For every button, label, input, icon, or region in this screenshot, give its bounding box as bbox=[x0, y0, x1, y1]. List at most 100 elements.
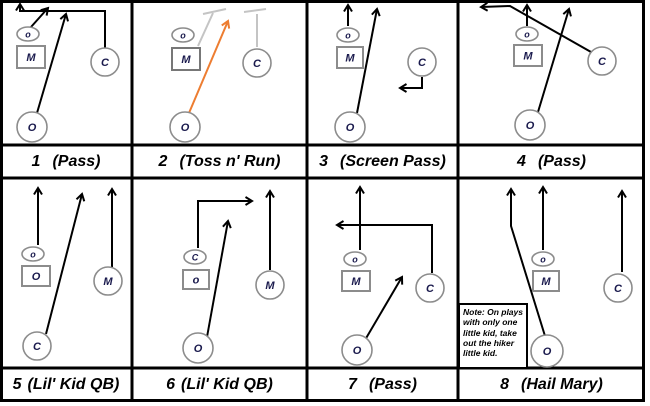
play-4-cell: o M C O bbox=[458, 0, 645, 145]
hiker-oval bbox=[183, 249, 207, 265]
mid-kid-label: M bbox=[181, 54, 191, 66]
play-3-caption: 3 (Screen Pass) bbox=[307, 145, 458, 178]
play-4-caption: 4 (Pass) bbox=[458, 145, 645, 178]
hiker-oval bbox=[21, 246, 45, 262]
mid-kid-label: M bbox=[26, 52, 36, 64]
hiker-oval bbox=[16, 26, 40, 42]
play-5-caption: 5 (Lil' Kid QB) bbox=[0, 368, 132, 401]
play-number: 5 bbox=[12, 375, 22, 393]
right-player-label: C bbox=[614, 283, 623, 295]
play-8-cell: o M C O bbox=[458, 178, 645, 368]
hiker-label: C bbox=[192, 253, 199, 263]
right-player-circle bbox=[415, 273, 445, 303]
hiker-oval bbox=[531, 251, 555, 267]
right-player-label: C bbox=[426, 283, 435, 295]
hiker-label: o bbox=[180, 31, 186, 41]
mid-kid-label: M bbox=[541, 276, 551, 288]
mid-kid-label: O bbox=[32, 271, 41, 283]
bottom-player-label: O bbox=[28, 122, 37, 134]
mid-kid-square bbox=[513, 44, 543, 67]
bottom-player-label: O bbox=[194, 343, 203, 355]
mid-kid-square bbox=[336, 46, 364, 69]
mid-kid-label: o bbox=[193, 275, 200, 287]
right-player-circle bbox=[587, 46, 617, 76]
bottom-player-circle bbox=[334, 111, 366, 143]
bottom-player-label: O bbox=[526, 120, 535, 132]
bottom-player-circle bbox=[169, 111, 201, 143]
mid-kid-square bbox=[341, 270, 371, 292]
right-player-circle bbox=[242, 48, 272, 78]
hiker-route-arrow bbox=[197, 196, 254, 248]
qb-route-arrow bbox=[364, 275, 404, 341]
mid-kid-square bbox=[532, 270, 560, 292]
qb-route-arrow bbox=[206, 219, 232, 338]
play-3-cell: o M C O bbox=[307, 0, 458, 145]
play-2-cell: o M C O bbox=[132, 0, 307, 145]
play-name: (Hail Mary) bbox=[521, 375, 603, 393]
right-player-circle bbox=[255, 270, 285, 300]
play-1-cell: o M C O bbox=[0, 0, 132, 145]
bottom-player-label: O bbox=[543, 346, 552, 358]
bottom-player-label: O bbox=[181, 122, 190, 134]
toss-run-route-arrow bbox=[188, 19, 231, 114]
cross-route-arrow bbox=[479, 1, 592, 53]
right-player-label: C bbox=[598, 56, 607, 68]
play-number: 3 bbox=[319, 152, 329, 170]
play-6-cell: C o M O bbox=[132, 178, 307, 368]
right-player-label: M bbox=[265, 280, 275, 292]
bottom-player-circle bbox=[16, 111, 48, 143]
note-box: Note: On plays with only one little kid,… bbox=[458, 303, 528, 369]
hiker-route-arrow bbox=[30, 6, 50, 28]
hiker-oval bbox=[343, 251, 367, 267]
play-number: 1 bbox=[31, 152, 41, 170]
hiker-label: o bbox=[345, 31, 351, 41]
play-name: (Pass) bbox=[537, 152, 586, 170]
hiker-label: o bbox=[25, 30, 31, 40]
play-number: 4 bbox=[517, 152, 526, 170]
corner-route-arrow bbox=[15, 2, 106, 48]
play-number: 2 bbox=[158, 152, 168, 170]
qb-route-arrow bbox=[36, 12, 69, 114]
bottom-player-circle bbox=[22, 331, 52, 361]
hiker-oval bbox=[171, 27, 195, 43]
play-2-caption: 2 (Toss n' Run) bbox=[132, 145, 307, 178]
hiker-label: o bbox=[352, 255, 358, 265]
bottom-player-label: O bbox=[346, 122, 355, 134]
qb-route-arrow bbox=[356, 7, 381, 114]
mid-kid-label: M bbox=[523, 51, 533, 63]
block-bar-left bbox=[202, 8, 227, 15]
mid-kid-square bbox=[16, 45, 46, 69]
play-name: (Toss n' Run) bbox=[179, 152, 281, 170]
bottom-player-circle bbox=[341, 334, 373, 366]
play-name: (Lil' Kid QB) bbox=[181, 375, 273, 393]
play-7-caption: 7 (Pass) bbox=[307, 368, 458, 401]
bottom-player-label: C bbox=[33, 341, 42, 353]
play-number: 7 bbox=[348, 375, 357, 393]
hiker-label: o bbox=[540, 255, 546, 265]
bottom-player-label: O bbox=[353, 345, 362, 357]
right-player-label: C bbox=[253, 58, 262, 70]
hiker-oval bbox=[515, 26, 539, 42]
play-name: (Pass) bbox=[52, 152, 101, 170]
mid-kid-square bbox=[182, 269, 210, 290]
bottom-player-circle bbox=[530, 334, 564, 368]
right-player-circle bbox=[93, 266, 123, 296]
play-6-caption: 6 (Lil' Kid QB) bbox=[132, 368, 307, 401]
hiker-oval bbox=[336, 27, 360, 43]
right-player-circle bbox=[407, 47, 437, 77]
bottom-player-circle bbox=[182, 332, 214, 364]
bottom-player-circle bbox=[514, 109, 546, 141]
qb-route-arrow bbox=[45, 192, 86, 335]
play-5-cell: o O M C bbox=[0, 178, 132, 368]
right-player-circle bbox=[90, 47, 120, 77]
right-player-label: C bbox=[101, 57, 110, 69]
right-player-label: C bbox=[418, 57, 427, 69]
play-name: (Screen Pass) bbox=[340, 152, 446, 170]
screen-route-arrow bbox=[398, 77, 423, 93]
hiker-label: o bbox=[30, 250, 36, 260]
qb-route-arrow bbox=[537, 7, 572, 113]
qb-route-arrow bbox=[506, 187, 546, 337]
play-name: (Pass) bbox=[368, 375, 417, 393]
